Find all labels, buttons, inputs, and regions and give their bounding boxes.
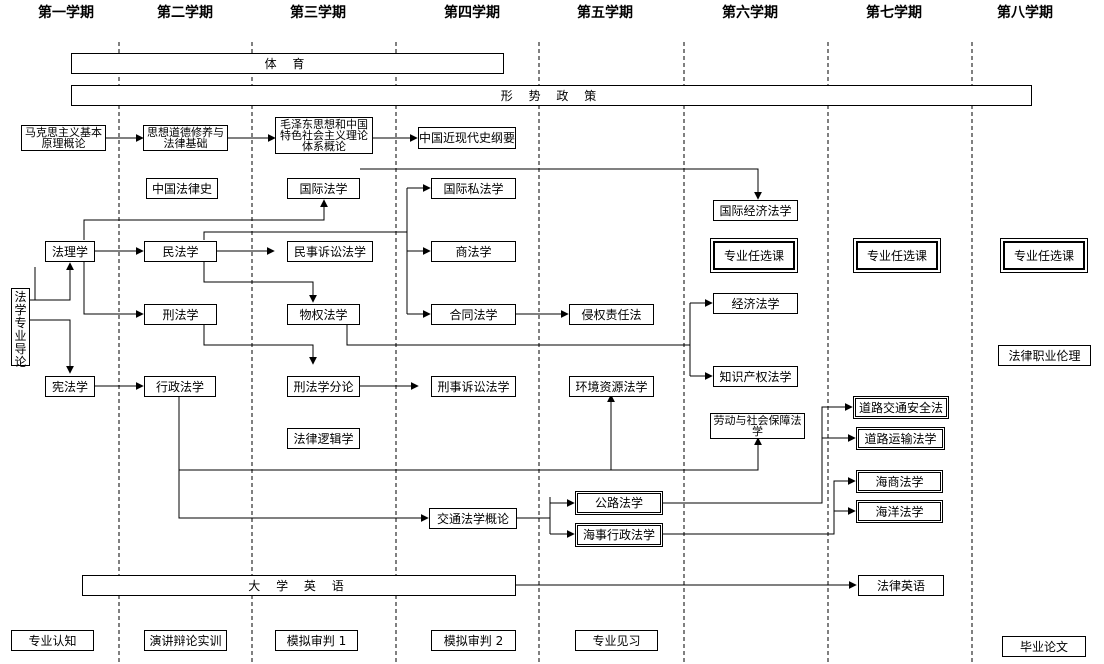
course-morality: 思想道德修养与法律基础 bbox=[143, 125, 228, 151]
semester-7-header: 第七学期 bbox=[866, 5, 922, 21]
course-commercial-law: 商法学 bbox=[431, 241, 516, 262]
course-legal-logic: 法律逻辑学 bbox=[287, 428, 360, 449]
course-ip-law: 知识产权法学 bbox=[713, 366, 798, 387]
course-criminal-law-sub: 刑法学分论 bbox=[287, 376, 360, 397]
course-constitution: 宪法学 bbox=[45, 376, 95, 397]
course-maritime-law: 海洋法学 bbox=[856, 500, 943, 523]
semester-dividers bbox=[118, 42, 973, 664]
course-legal-english: 法律英语 bbox=[858, 575, 944, 596]
course-intl-econ-law: 国际经济法学 bbox=[713, 200, 798, 221]
course-contract-law: 合同法学 bbox=[431, 304, 516, 325]
practice-moot-2: 模拟审判 2 bbox=[431, 630, 516, 651]
course-intl-law: 国际法学 bbox=[287, 178, 360, 199]
course-legal-history: 中国法律史 bbox=[146, 178, 218, 199]
course-road-safety: 道路交通安全法 bbox=[853, 396, 949, 419]
practice-thesis: 毕业论文 bbox=[1002, 636, 1086, 657]
course-elective-6: 专业任选课 bbox=[710, 238, 798, 273]
course-labor-law: 劳动与社会保障法学 bbox=[710, 413, 805, 439]
course-maozedong: 毛泽东思想和中国特色社会主义理论体系概论 bbox=[275, 117, 373, 154]
semester-4-header: 第四学期 bbox=[444, 5, 500, 21]
course-maritime-commercial: 海商法学 bbox=[856, 470, 943, 493]
semester-2-header: 第二学期 bbox=[157, 5, 213, 21]
course-civil-law: 民法学 bbox=[144, 241, 217, 262]
course-policy: 形 势 政 策 bbox=[71, 85, 1032, 106]
course-private-intl-law: 国际私法学 bbox=[431, 178, 516, 199]
semester-5-header: 第五学期 bbox=[577, 5, 633, 21]
course-criminal-procedure: 刑事诉讼法学 bbox=[431, 376, 516, 397]
course-civil-procedure: 民事诉讼法学 bbox=[287, 241, 373, 262]
course-highway-law: 公路法学 bbox=[575, 491, 663, 515]
course-pe: 体 育 bbox=[71, 53, 504, 74]
course-intro-law: 法学专业导论 bbox=[11, 288, 30, 369]
practice-orientation: 专业认知 bbox=[11, 630, 94, 651]
practice-debate: 演讲辩论实训 bbox=[144, 630, 227, 651]
practice-moot-1: 模拟审判 1 bbox=[275, 630, 358, 651]
course-environment-law: 环境资源法学 bbox=[569, 376, 654, 397]
course-elective-7: 专业任选课 bbox=[853, 238, 941, 273]
course-traffic-intro: 交通法学概论 bbox=[429, 508, 517, 529]
semester-1-header: 第一学期 bbox=[38, 5, 94, 21]
course-economic-law: 经济法学 bbox=[713, 293, 798, 314]
course-marxism: 马克思主义基本原理概论 bbox=[21, 125, 106, 151]
course-property-law: 物权法学 bbox=[287, 304, 360, 325]
course-modern-history: 中国近现代史纲要 bbox=[418, 127, 516, 149]
course-maritime-admin: 海事行政法学 bbox=[575, 523, 663, 547]
course-criminal-law: 刑法学 bbox=[144, 304, 217, 325]
course-college-english: 大 学 英 语 bbox=[82, 575, 516, 596]
semester-3-header: 第三学期 bbox=[290, 5, 346, 21]
course-admin-law: 行政法学 bbox=[144, 376, 216, 397]
practice-internship: 专业见习 bbox=[575, 630, 658, 651]
connector-arrows bbox=[28, 134, 857, 589]
course-jurisprudence: 法理学 bbox=[45, 241, 95, 262]
course-tort-law: 侵权责任法 bbox=[569, 304, 654, 325]
course-legal-ethics: 法律职业伦理 bbox=[998, 345, 1091, 366]
semester-6-header: 第六学期 bbox=[722, 5, 778, 21]
course-elective-8: 专业任选课 bbox=[1000, 238, 1088, 273]
course-road-transport: 道路运输法学 bbox=[856, 427, 945, 450]
semester-8-header: 第八学期 bbox=[997, 5, 1053, 21]
